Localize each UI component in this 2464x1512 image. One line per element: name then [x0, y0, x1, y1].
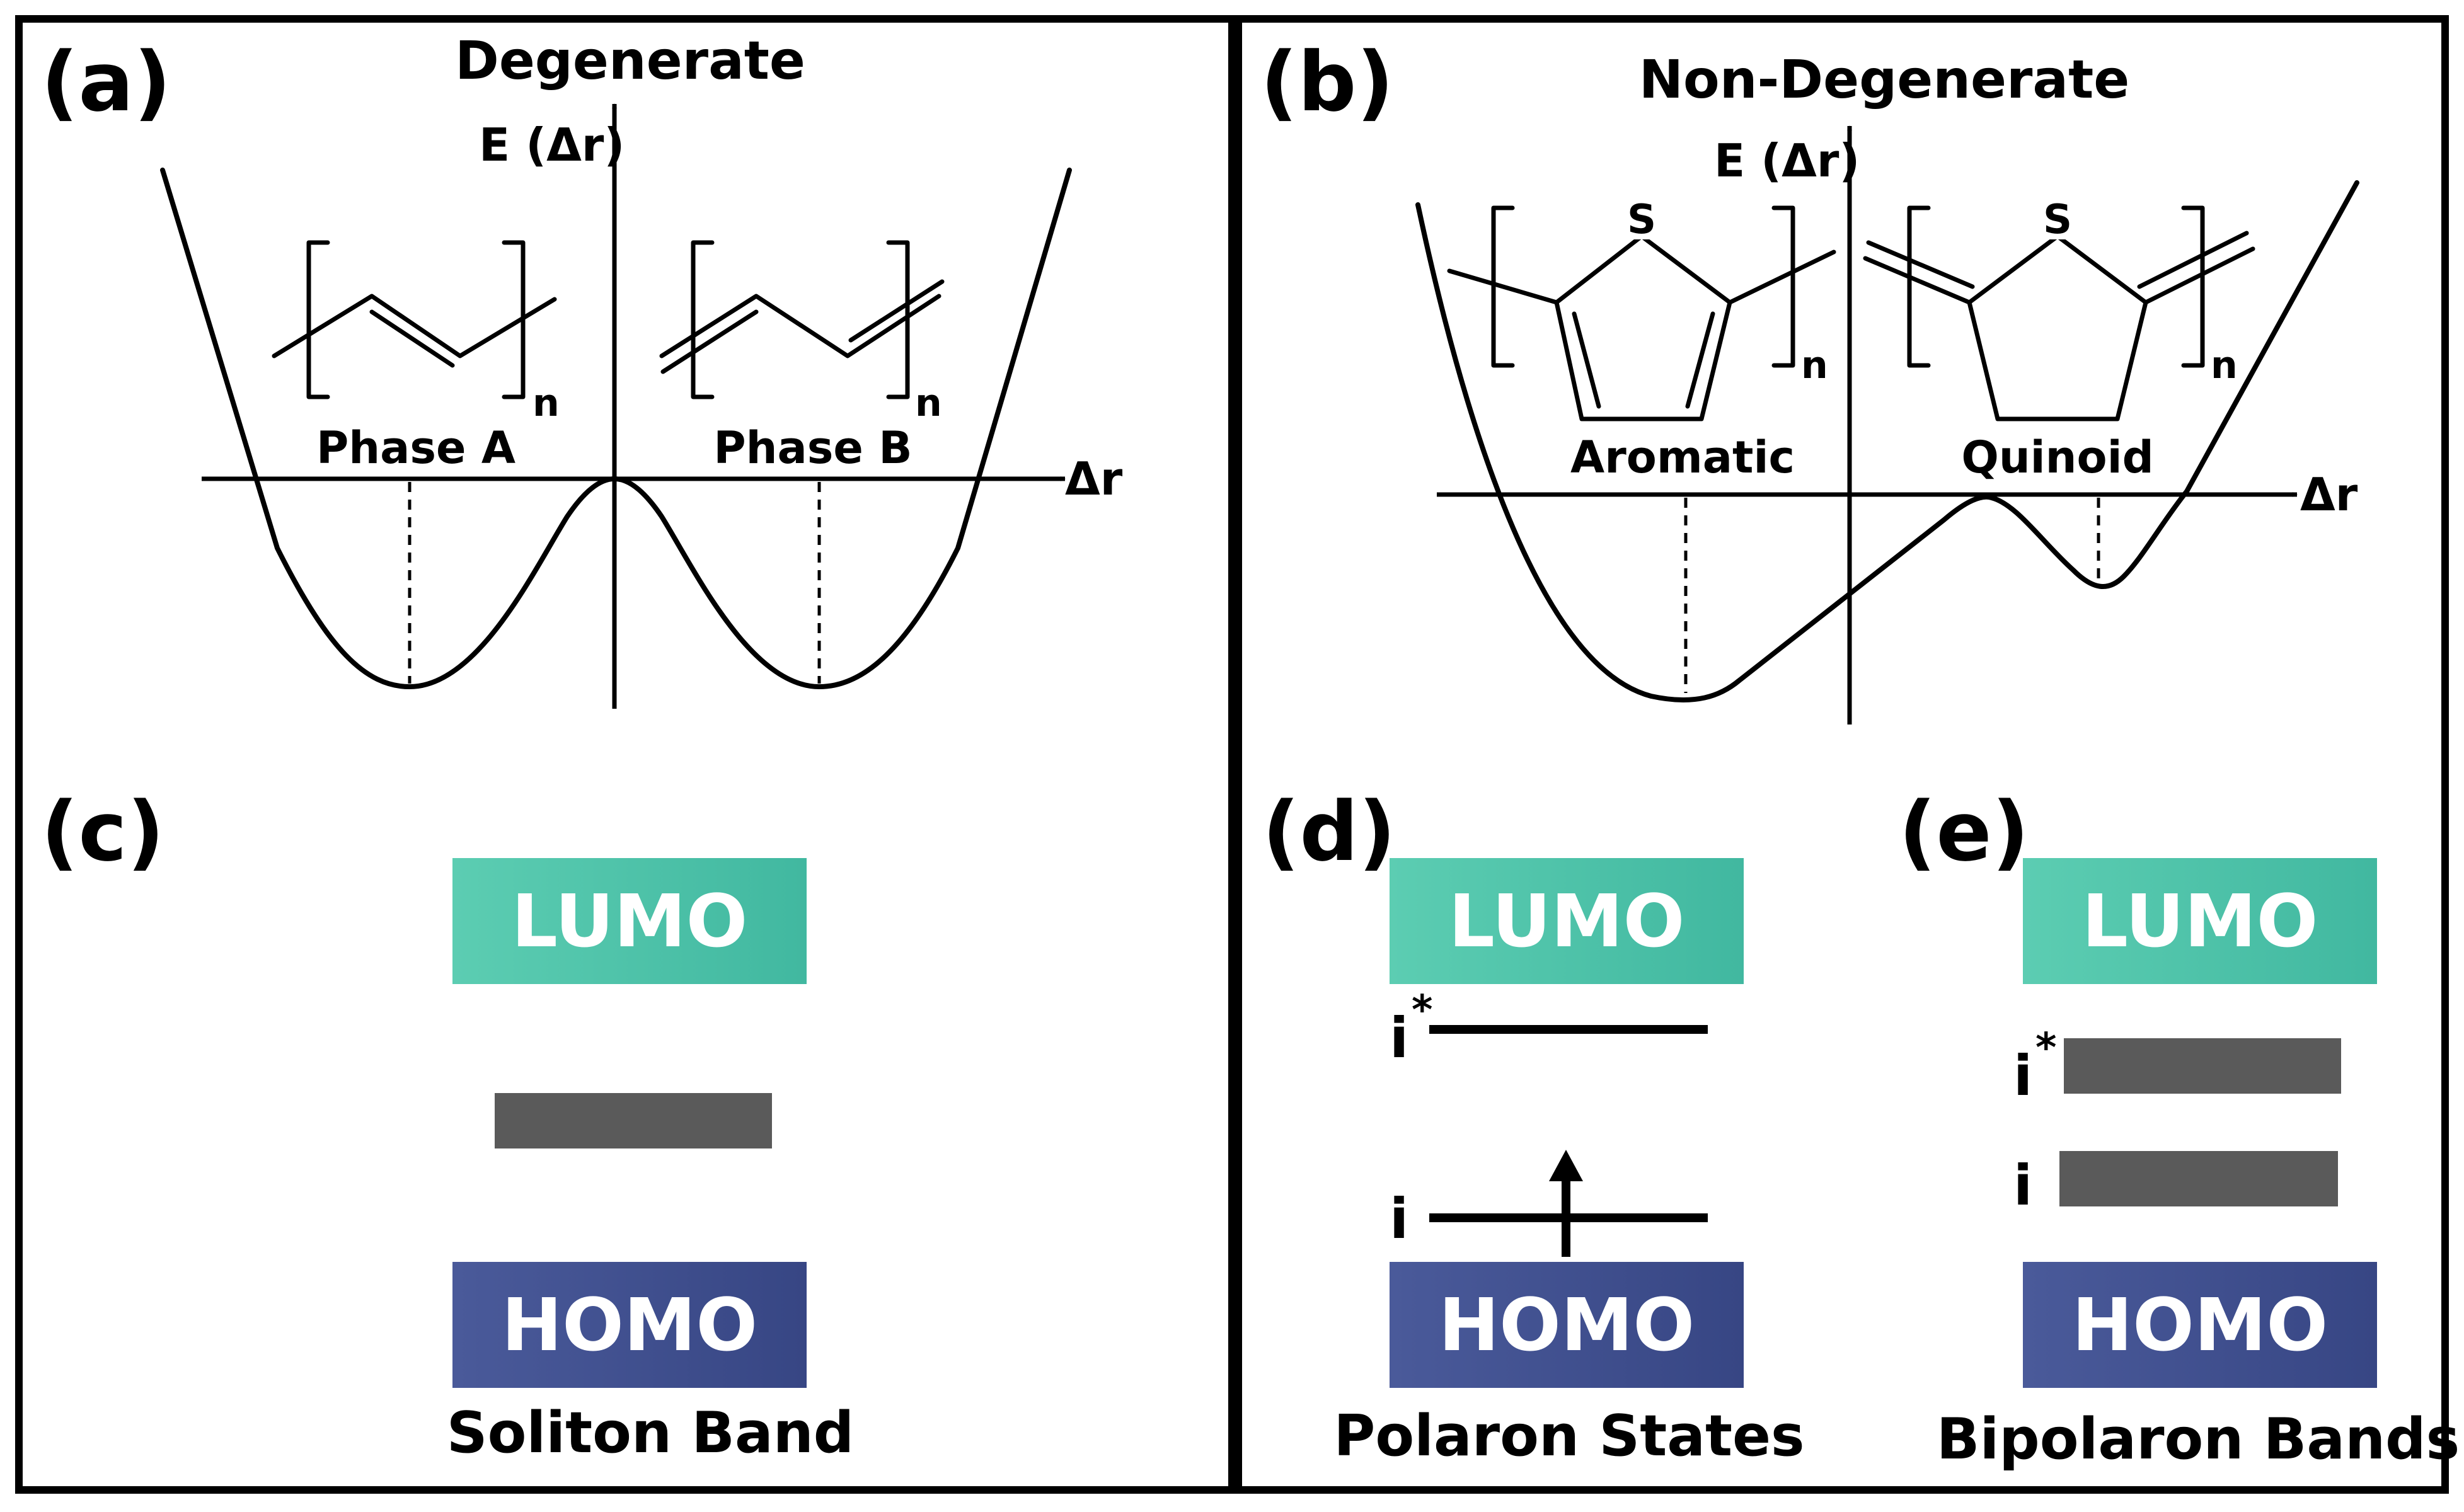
panel-b-aromatic-thiophene: S n	[1447, 189, 1836, 421]
panel-b-aromatic-label: Aromatic	[1570, 432, 1795, 483]
panel-e-lumo-label: LUMO	[2082, 879, 2318, 964]
panel-e-upper-state-star: *	[2035, 1025, 2056, 1072]
panel-a: (a) Degenerate E (Δr) Δr Phase A Phase B…	[41, 30, 1123, 709]
panel-c-soliton-band	[495, 1093, 772, 1148]
panel-a-phase-b-label: Phase B	[713, 422, 912, 474]
panel-b-y-axis-label: E (Δr)	[1714, 134, 1860, 187]
panel-e-lower-state-label: i	[2013, 1153, 2032, 1218]
panel-b-aromatic-subscript: n	[1801, 343, 1828, 387]
panel-a-polyacetylene-a: n	[272, 240, 560, 425]
panel-b-aromatic-sulfur: S	[1627, 197, 1656, 243]
panel-e-caption: Bipolaron Bands	[1937, 1406, 2460, 1472]
panel-c: (c) LUMO HOMO Soliton Band	[41, 784, 854, 1466]
panel-a-title: Degenerate	[455, 30, 805, 91]
panel-d-upper-state-star: *	[1412, 987, 1432, 1034]
panel-right-frame	[1235, 15, 2449, 1494]
panel-d-upper-state-label: i	[1390, 1005, 1408, 1070]
panel-e-lower-bipolaron-band	[2059, 1151, 2338, 1206]
panel-c-lumo-label: LUMO	[512, 879, 748, 964]
panel-d-letter: (d)	[1262, 784, 1396, 879]
panel-b-quinoid-sulfur: S	[2043, 197, 2072, 243]
panel-a-subscript-b: n	[915, 381, 942, 425]
panel-b-x-axis-label: Δr	[2300, 468, 2358, 521]
panel-b-quinoid-thiophene: S n	[1863, 189, 2255, 421]
panel-b-energy-curve	[1415, 180, 2359, 702]
panel-b-quinoid-label: Quinoid	[1961, 432, 2153, 483]
panel-d-lower-state-label: i	[1390, 1186, 1408, 1251]
panel-e: (e) LUMO i * i HOMO Bipolaron Bands	[1899, 784, 2460, 1472]
panel-b-letter: (b)	[1260, 34, 1394, 130]
panel-d-homo-label: HOMO	[1439, 1283, 1695, 1368]
panel-a-phase-a-label: Phase A	[316, 422, 515, 474]
panel-c-letter: (c)	[41, 784, 164, 879]
panel-d: (d) LUMO i * i HOMO Polaron States	[1262, 784, 1805, 1469]
panel-d-lumo-band	[1390, 858, 1744, 984]
panel-d-spin-arrow-head	[1549, 1150, 1583, 1181]
panel-e-upper-state-label: i	[2013, 1043, 2032, 1108]
panel-c-homo-band	[452, 1262, 807, 1388]
panel-a-subscript-a: n	[533, 381, 560, 425]
panel-e-letter: (e)	[1899, 784, 2029, 879]
panel-e-lumo-band	[2023, 858, 2377, 984]
panel-left-frame	[15, 15, 1236, 1494]
panel-c-lumo-band	[452, 858, 807, 984]
panel-a-polyacetylene-b: n	[659, 240, 945, 425]
panel-a-letter: (a)	[41, 34, 171, 130]
panel-b-quinoid-subscript: n	[2211, 343, 2238, 387]
panel-c-caption: Soliton Band	[447, 1400, 854, 1466]
panel-e-upper-bipolaron-band	[2064, 1038, 2341, 1094]
panel-c-homo-label: HOMO	[502, 1283, 757, 1368]
panel-e-homo-label: HOMO	[2072, 1283, 2328, 1368]
panel-b-title: Non-Degenerate	[1639, 49, 2129, 110]
panel-d-caption: Polaron States	[1333, 1403, 1804, 1469]
panel-a-x-axis-label: Δr	[1065, 452, 1123, 505]
panel-a-y-axis-label: E (Δr)	[479, 118, 625, 171]
panel-b: (b) Non-Degenerate E (Δr) Δr Aromatic Qu…	[1260, 34, 2359, 724]
panel-e-homo-band	[2023, 1262, 2377, 1388]
panel-d-homo-band	[1390, 1262, 1744, 1388]
panel-d-lumo-label: LUMO	[1449, 879, 1685, 964]
panel-a-energy-curve	[160, 168, 1072, 689]
